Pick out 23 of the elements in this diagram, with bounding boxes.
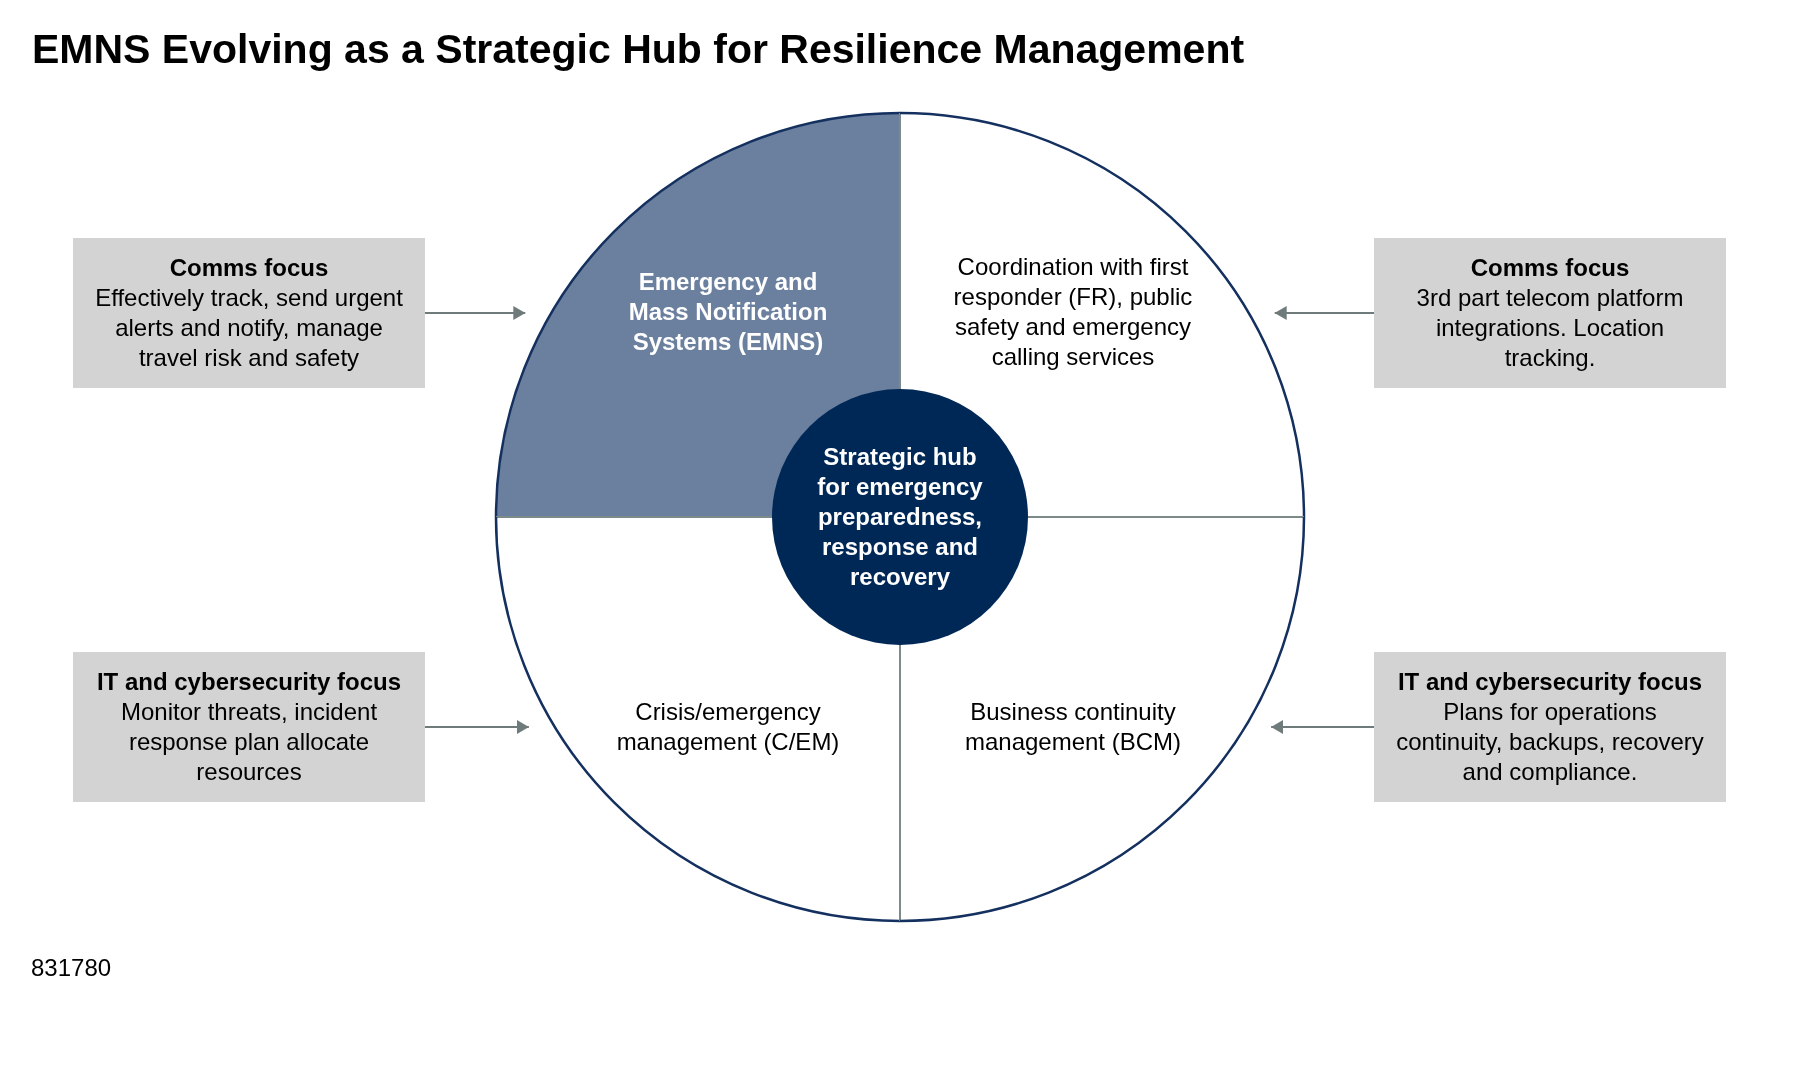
arrow — [424, 720, 530, 734]
card-heading: IT and cybersecurity focus — [1397, 667, 1703, 697]
card-text: Plans for operations continuity, backups, recovery and compliance. — [1395, 697, 1705, 787]
arrow — [424, 306, 527, 320]
focus-card — [1374, 238, 1726, 388]
sector-text: Business continuity management (BCM) — [964, 697, 1182, 757]
reference-number: 831780 — [31, 953, 112, 983]
sector-text: Coordination with first responder (FR), public safety and emergency calling services — [953, 252, 1193, 372]
sector-text: Crisis/emergency management (C/EM) — [616, 697, 840, 757]
title: EMNS Evolving as a Strategic Hub for Resilience Management — [32, 25, 1245, 74]
card-heading: Comms focus — [1470, 253, 1630, 283]
arrow — [1273, 306, 1375, 320]
sector-text: Emergency and Mass Notification Systems (EMNS) — [628, 267, 828, 357]
hub-text: Strategic hub for emergency preparedness, response and recovery — [816, 442, 984, 592]
card-text: Effectively track, send urgent alerts and notify, manage travel risk and safety — [94, 283, 404, 373]
focus-card — [73, 238, 425, 388]
arrow — [1270, 720, 1375, 734]
focus-card — [1374, 652, 1726, 802]
card-text: Monitor threats, incident response plan allocate resources — [120, 697, 378, 787]
card-heading: IT and cybersecurity focus — [96, 667, 402, 697]
focus-card — [73, 652, 425, 802]
card-text: 3rd part telecom platform integrations. Location tracking. — [1416, 283, 1684, 373]
card-heading: Comms focus — [169, 253, 329, 283]
